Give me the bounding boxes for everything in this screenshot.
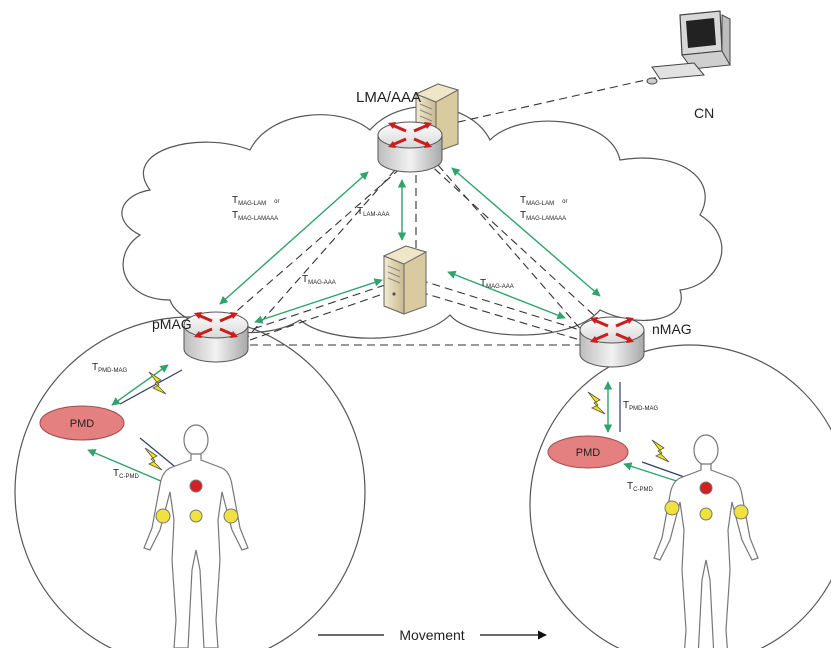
label-t-c-pmd-right: TC-PMD: [627, 481, 653, 493]
pmd-right-node: [547, 435, 629, 469]
label-t-mag-lamaaa-left: TMAG-LAMAAA: [232, 210, 278, 222]
pmd-left-label: PMD: [70, 418, 95, 430]
movement-label: Movement: [399, 627, 464, 643]
nmag-label: nMAG: [652, 321, 692, 337]
lma-router-icon: [376, 120, 444, 174]
label-t-lam-aaa: TLAM-AAA: [357, 206, 389, 218]
nmag-coverage-circle: [529, 344, 831, 648]
body-sensors-right: [664, 481, 749, 521]
patient-body-right: [653, 434, 759, 648]
pmd-left-node: [39, 405, 125, 441]
label-t-pmd-mag-left: TPMD-MAG: [92, 362, 127, 374]
label-t-c-pmd-left: TC-PMD: [113, 468, 139, 480]
cn-computer-icon: [646, 10, 731, 85]
wireless-lightning-icon: [148, 371, 167, 395]
pmag-label: pMAG: [152, 316, 192, 332]
lma-label: LMA/AAA: [356, 89, 421, 106]
pmag-router-icon: [182, 310, 250, 364]
wireless-lightning-icon: [144, 447, 163, 471]
wireless-lightning-icon: [651, 439, 670, 463]
label-t-mag-lamaaa-right: TMAG-LAMAAA: [520, 210, 566, 222]
nmag-router-icon: [578, 315, 646, 369]
label-t-mag-aaa-left: TMAG-AAA: [302, 274, 336, 286]
body-sensors-left: [155, 479, 239, 524]
label-t-pmd-mag-right: TPMD-MAG: [623, 400, 658, 412]
pmd-right-label: PMD: [576, 447, 601, 459]
aaa-server-icon: [383, 245, 427, 315]
label-t-mag-aaa-right: TMAG-AAA: [480, 278, 514, 290]
patient-body-left: [143, 424, 249, 648]
cn-label: CN: [694, 105, 714, 121]
wireless-lightning-icon: [587, 391, 606, 415]
green-arrows: [87, 167, 693, 491]
